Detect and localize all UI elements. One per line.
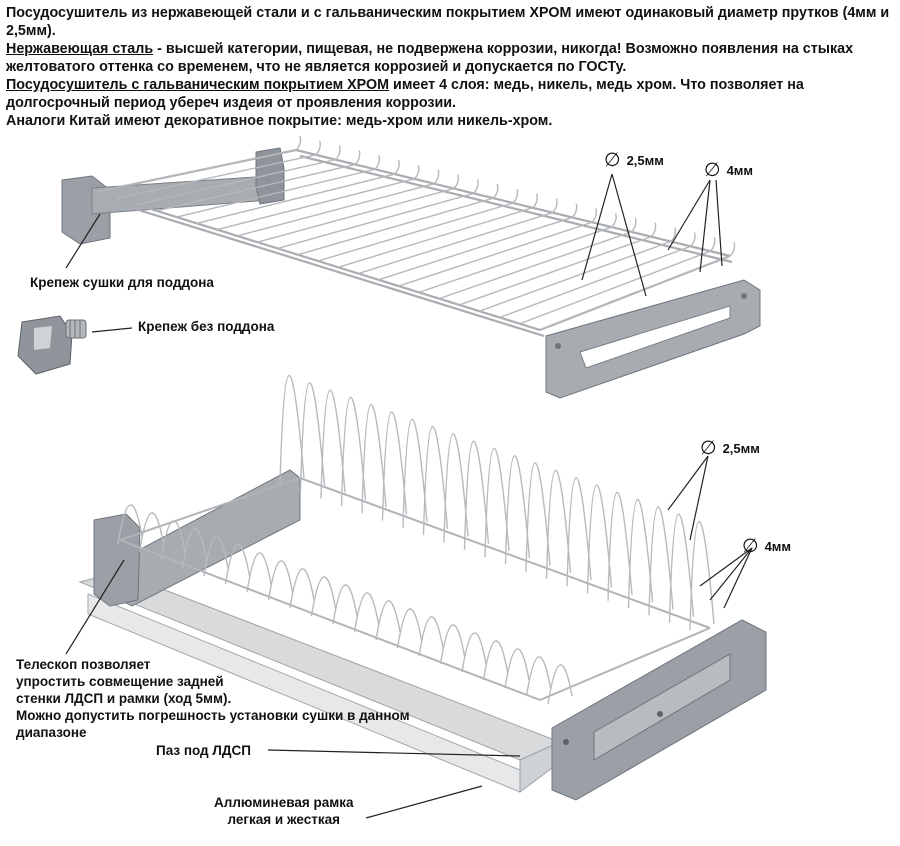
diameter-symbol-icon: ∅ [742,536,759,557]
label-frame: Аллюминевая рамка легкая и жесткая [214,795,354,827]
plate-divider-back [340,396,367,506]
plate-divider-back [299,382,326,492]
plate-divider-front [461,632,487,673]
rack-wire [499,232,696,319]
rack-wire [216,164,420,231]
plate-divider-back [689,520,715,631]
rack-wire [337,193,538,268]
rack-wire [156,150,361,212]
plate-divider-front [396,608,423,649]
bottom-dim-thin: ∅2,5мм [700,438,760,459]
plate-divider-back [607,491,633,601]
chrome-term: Посудосушитель с гальваническим покрытие… [6,77,390,93]
intro-analog: Аналоги Китай имеют декоративное покрыти… [6,113,553,129]
intro-chrome: Посудосушитель с гальваническим покрытие… [6,76,894,112]
bottom-dim-thick: ∅4мм [742,536,792,557]
rack-wire [297,184,499,256]
plate-divider-back [648,506,674,616]
plate-divider-front [289,568,315,609]
plate-divider-front [375,600,401,641]
plate-divider-front [482,640,509,681]
label-mount-notray: Крепеж без поддона [138,319,275,334]
diameter-symbol-icon: ∅ [700,438,717,459]
diameter-symbol-icon: ∅ [704,160,721,181]
plate-divider-front [353,592,380,633]
label-telescope: Телескоп позволяет упростить совмещение … [16,657,410,740]
plate-divider-front [332,584,358,625]
top-dim-thick: ∅4мм [704,160,754,181]
plate-divider-back [279,374,305,485]
rack-wire [196,159,400,225]
plate-divider-front [310,576,337,617]
plate-divider-front [160,520,186,561]
plate-divider-front [504,648,530,689]
plate-divider-back [361,404,387,514]
rack-wire [237,169,440,237]
plate-divider-front [181,528,208,569]
plate-divider-front [267,560,294,601]
screw-mount-illustration [17,315,87,375]
rack-wire [95,135,302,193]
plate-divider-back [668,513,695,623]
rack-wire [418,212,617,294]
rack-wire [358,198,558,275]
plate-divider-front [525,656,552,697]
rack-wire [176,155,381,218]
plate-divider-back [463,440,490,550]
rack-wire [459,222,657,306]
rack-wire [277,179,479,250]
rack-wire [317,188,519,262]
rack-wire [257,174,460,243]
steel-text: - высшей категории, пищевая, не подверже… [6,41,854,75]
plate-divider-front [138,512,165,553]
description-block: Посудосушитель из нержавеющей стали и с … [6,4,894,130]
steel-term: Нержавеющая сталь [6,41,154,57]
intro-line-1: Посудосушитель из нержавеющей стали и с … [6,5,890,39]
plate-divider-back [381,411,408,521]
plate-divider-back [525,462,551,572]
label-groove: Паз под ЛДСП [156,743,251,758]
rack-wire [519,237,716,325]
plate-divider-front [246,552,272,593]
plate-divider-front [203,536,229,577]
top-rack-illustration [17,135,761,399]
plate-divider-back [443,433,469,543]
plate-divider-back [566,477,592,587]
rack-wire [398,208,598,287]
rack-wire [116,140,321,199]
plate-divider-front [418,616,444,657]
rack-wire [136,145,341,206]
rack-wire [438,217,637,300]
label-mount-tray: Крепеж сушки для поддона [30,275,214,290]
plate-divider-back [320,389,346,499]
plate-divider-back [545,469,572,579]
intro-steel: Нержавеющая сталь - высшей категории, пи… [6,40,894,76]
rack-wire [378,203,578,281]
plate-divider-front [439,624,466,665]
plate-divider-back [504,455,531,565]
rack-wire [479,227,677,312]
plate-divider-back [484,447,510,558]
rack-wire [539,241,736,331]
plate-divider-back [402,418,428,528]
bottom-rack-illustration [65,374,767,819]
diameter-symbol-icon: ∅ [604,150,621,171]
plate-divider-back [627,498,654,609]
chrome-text: имеет 4 слоя: медь, никель, медь хром. Ч… [6,77,804,111]
plate-divider-front [224,544,251,585]
plate-divider-front [547,664,573,705]
plate-divider-back [422,425,449,536]
plate-divider-front [117,504,143,545]
top-dim-thin: ∅2,5мм [604,150,664,171]
plate-divider-back [586,484,613,594]
